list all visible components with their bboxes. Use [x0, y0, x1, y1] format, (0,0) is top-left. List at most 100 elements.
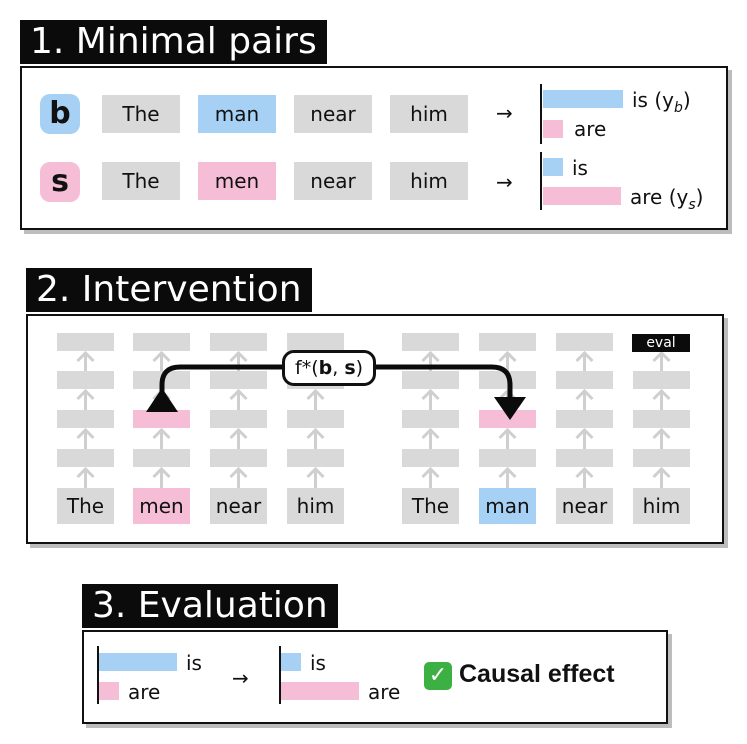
- word-token: him: [633, 488, 690, 524]
- bar-label-is: is: [310, 651, 326, 675]
- activation-cell: [287, 333, 344, 351]
- bar-label-are: are (ys): [630, 185, 704, 213]
- activation-cell: [210, 371, 267, 389]
- activation-cell: [633, 410, 690, 428]
- bar-label-are: are: [368, 680, 401, 704]
- arrow-right-icon: →: [496, 101, 513, 125]
- activation-cell: [133, 410, 190, 428]
- evaluation-panel: [82, 630, 668, 724]
- activation-cell: [402, 449, 459, 467]
- activation-cell: [556, 333, 613, 351]
- activation-cell: [633, 371, 690, 389]
- token: near: [294, 162, 372, 200]
- bar-are: [543, 120, 563, 138]
- up-arrow-head: [575, 466, 594, 479]
- up-arrow-head: [306, 388, 325, 401]
- up-arrow-head: [229, 350, 248, 363]
- bar-axis: [540, 84, 542, 144]
- activation-cell: [287, 410, 344, 428]
- bar-label-is: is (yb): [632, 88, 691, 116]
- activation-cell: [210, 449, 267, 467]
- badge-b: b: [40, 94, 80, 134]
- activation-cell: [57, 449, 114, 467]
- activation-cell: [57, 371, 114, 389]
- up-arrow-head: [575, 350, 594, 363]
- word-token: The: [57, 488, 114, 524]
- activation-cell: [556, 371, 613, 389]
- activation-cell: [133, 449, 190, 467]
- bar-are: [281, 682, 359, 700]
- up-arrow-head: [306, 427, 325, 440]
- up-arrow-head: [498, 427, 517, 440]
- arrow-right-icon: →: [496, 170, 513, 194]
- word-token-highlighted: man: [479, 488, 536, 524]
- up-arrow-head: [229, 388, 248, 401]
- word-token: near: [210, 488, 267, 524]
- function-label: f*(b, s): [282, 350, 377, 386]
- bar-label-is: is: [186, 651, 202, 675]
- up-arrow-head: [76, 350, 95, 363]
- word-token: near: [556, 488, 613, 524]
- bar-are: [99, 682, 119, 700]
- token: him: [390, 162, 468, 200]
- up-arrow-head: [575, 388, 594, 401]
- bar-is: [281, 653, 301, 671]
- badge-s: s: [40, 162, 80, 202]
- bar-axis: [540, 152, 542, 210]
- up-arrow-head: [229, 466, 248, 479]
- up-arrow-head: [76, 427, 95, 440]
- result-label: Causal effect: [459, 660, 615, 688]
- eval-tag: eval: [632, 334, 690, 352]
- activation-cell: [402, 333, 459, 351]
- bar-are: [543, 187, 621, 205]
- bar-is: [543, 90, 623, 108]
- up-arrow-head: [421, 466, 440, 479]
- activation-cell: [479, 333, 536, 351]
- activation-cell: [210, 410, 267, 428]
- up-arrow-head: [421, 427, 440, 440]
- up-arrow-head: [498, 350, 517, 363]
- activation-cell: [57, 333, 114, 351]
- bar-label-is: is: [572, 156, 588, 180]
- bar-is: [99, 653, 177, 671]
- up-arrow-head: [421, 350, 440, 363]
- up-arrow-head: [306, 466, 325, 479]
- token-highlighted: men: [198, 162, 276, 200]
- up-arrow-head: [652, 466, 671, 479]
- up-arrow-head: [498, 466, 517, 479]
- token: near: [294, 95, 372, 133]
- arrow-right-icon: →: [232, 666, 249, 690]
- activation-cell: [133, 333, 190, 351]
- bar-is: [543, 158, 563, 176]
- token: him: [390, 95, 468, 133]
- activation-cell: [479, 410, 536, 428]
- up-arrow-head: [152, 466, 171, 479]
- word-token: him: [287, 488, 344, 524]
- bar-label-are: are: [574, 117, 607, 141]
- activation-cell: [287, 449, 344, 467]
- up-arrow-head: [152, 350, 171, 363]
- activation-cell: [402, 410, 459, 428]
- activation-cell: [402, 371, 459, 389]
- token-highlighted: man: [198, 95, 276, 133]
- token: The: [102, 162, 180, 200]
- up-arrow-head: [575, 427, 594, 440]
- activation-cell: [479, 449, 536, 467]
- up-arrow-head: [421, 388, 440, 401]
- up-arrow-head: [652, 427, 671, 440]
- token: The: [102, 95, 180, 133]
- up-arrow-head: [76, 466, 95, 479]
- section-title-evaluation: 3. Evaluation: [82, 584, 338, 628]
- minimal-pairs-panel: b The man near him → is (yb) are s The m…: [20, 66, 728, 230]
- section-title-minimal-pairs: 1. Minimal pairs: [20, 20, 327, 64]
- activation-cell: [556, 410, 613, 428]
- activation-cell: [57, 410, 114, 428]
- checkmark-icon: ✓: [424, 662, 452, 690]
- activation-cell: [556, 449, 613, 467]
- bar-axis: [97, 646, 99, 704]
- bar-axis: [279, 646, 281, 704]
- activation-cell: [633, 449, 690, 467]
- bar-label-are: are: [128, 680, 161, 704]
- up-arrow-head: [152, 427, 171, 440]
